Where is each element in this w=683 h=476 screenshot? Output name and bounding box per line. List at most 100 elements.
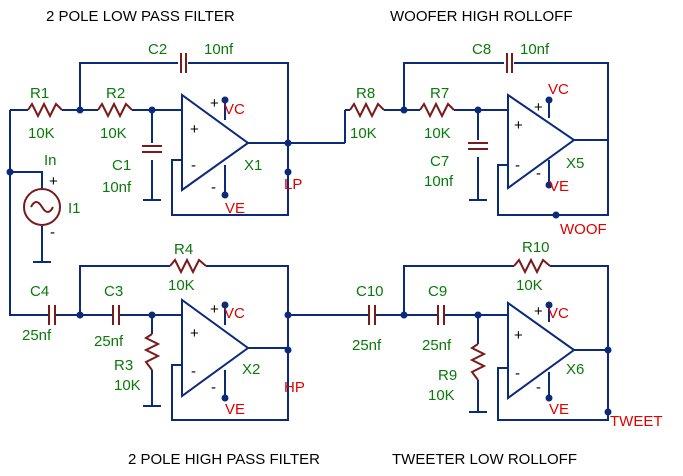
label-x5: X5 <box>566 155 584 172</box>
x2-minus-bottom: - <box>211 379 216 396</box>
x1-minus: - <box>191 157 196 174</box>
r7-resistor <box>419 101 455 119</box>
label-woof: WOOF <box>560 221 607 238</box>
woofer-wires <box>344 62 609 216</box>
label-r7: R7 <box>430 85 449 102</box>
x2-minus: - <box>191 363 196 380</box>
r3-resistor <box>143 333 161 371</box>
c7-capacitor <box>468 142 488 150</box>
value-c9: 25nf <box>422 337 452 354</box>
label-ve-x5: VE <box>549 178 569 195</box>
lowpass-components <box>27 53 250 192</box>
x6-plus-top: + <box>534 303 543 320</box>
label-x2: X2 <box>242 361 260 378</box>
sine-icon <box>30 201 54 213</box>
woofer-components <box>349 53 576 190</box>
label-c8: C8 <box>472 41 491 58</box>
source-plus: + <box>49 173 58 190</box>
r2-resistor <box>97 101 133 119</box>
value-c7: 10nf <box>424 173 454 190</box>
label-ve-x6: VE <box>549 401 569 418</box>
x2-plus-top: + <box>210 301 219 318</box>
value-r2: 10K <box>100 125 127 142</box>
x6-plus: + <box>514 327 523 344</box>
value-c10: 25nf <box>352 337 382 354</box>
label-lp: LP <box>284 176 302 193</box>
x5-plus: + <box>514 117 523 134</box>
x1-opamp <box>181 93 250 192</box>
x2-plus: + <box>190 325 199 342</box>
label-r4: R4 <box>174 241 193 258</box>
label-vc-x1: VC <box>224 101 245 118</box>
c1-capacitor <box>142 145 162 153</box>
label-r10: R10 <box>522 239 550 256</box>
label-c9: C9 <box>428 283 447 300</box>
c8-capacitor <box>506 53 513 73</box>
input-source-wires <box>9 110 51 316</box>
c9-capacitor <box>437 305 445 325</box>
x1-plus: + <box>190 121 199 138</box>
label-x1: X1 <box>244 157 262 174</box>
label-ve-x1: VE <box>225 200 245 217</box>
label-c2: C2 <box>148 41 167 58</box>
x2-opamp <box>181 298 250 398</box>
c4-capacitor <box>48 305 56 325</box>
r9-resistor <box>469 343 487 381</box>
title-woofer: WOOFER HIGH ROLLOFF <box>390 8 573 25</box>
label-hp: HP <box>284 379 305 396</box>
lowpass-nodes <box>76 96 292 199</box>
label-vc-x5: VC <box>548 81 569 98</box>
r8-resistor <box>349 101 385 119</box>
label-in: In <box>44 152 57 169</box>
x1-minus-bottom: - <box>211 179 216 196</box>
tweeter-wires <box>365 265 609 421</box>
highpass-nodes <box>76 301 292 402</box>
value-r10: 10K <box>516 277 543 294</box>
label-vc-x2: VC <box>224 305 245 322</box>
value-c4: 25nf <box>22 327 52 344</box>
value-r8: 10K <box>350 125 377 142</box>
r10-resistor <box>513 257 551 275</box>
value-r9: 10K <box>428 387 455 404</box>
x6-minus: - <box>515 365 520 382</box>
value-r7: 10K <box>424 125 451 142</box>
x5-minus: - <box>515 157 520 174</box>
label-c7: C7 <box>430 153 449 170</box>
value-c2: 10nf <box>204 41 234 58</box>
label-r9: R9 <box>438 367 457 384</box>
r4-resistor <box>169 257 207 275</box>
tweeter-components <box>368 257 576 400</box>
title-highpass: 2 POLE HIGH PASS FILTER <box>128 451 320 468</box>
x6-opamp <box>507 301 576 400</box>
x6-minus-bottom: - <box>536 379 541 396</box>
highpass-wires <box>30 265 365 421</box>
label-ve-x2: VE <box>225 401 245 418</box>
value-r3: 10K <box>114 377 141 394</box>
x5-minus-bottom: - <box>536 165 541 182</box>
i1-source <box>23 188 61 226</box>
x1-plus-top: + <box>210 95 219 112</box>
label-c4: C4 <box>30 283 49 300</box>
value-r1: 10K <box>28 125 55 142</box>
label-r1: R1 <box>30 85 49 102</box>
source-minus: - <box>50 224 55 241</box>
label-c3: C3 <box>104 283 123 300</box>
c2-capacitor <box>180 53 187 73</box>
c3-capacitor <box>112 305 120 325</box>
title-lowpass: 2 POLE LOW PASS FILTER <box>46 8 235 25</box>
label-r8: R8 <box>356 85 375 102</box>
value-c8: 10nf <box>520 41 550 58</box>
highpass-components <box>48 257 250 398</box>
woofer-nodes <box>400 96 560 219</box>
value-c1: 10nf <box>102 179 132 196</box>
tweeter-nodes <box>400 301 612 416</box>
r1-resistor <box>27 101 63 119</box>
label-vc-x6: VC <box>548 305 569 322</box>
label-c10: C10 <box>356 283 384 300</box>
label-tweet: TWEET <box>610 413 663 430</box>
value-r4: 10K <box>168 277 195 294</box>
x5-opamp <box>507 93 576 190</box>
label-c1: C1 <box>112 157 131 174</box>
label-i1: I1 <box>68 200 81 217</box>
